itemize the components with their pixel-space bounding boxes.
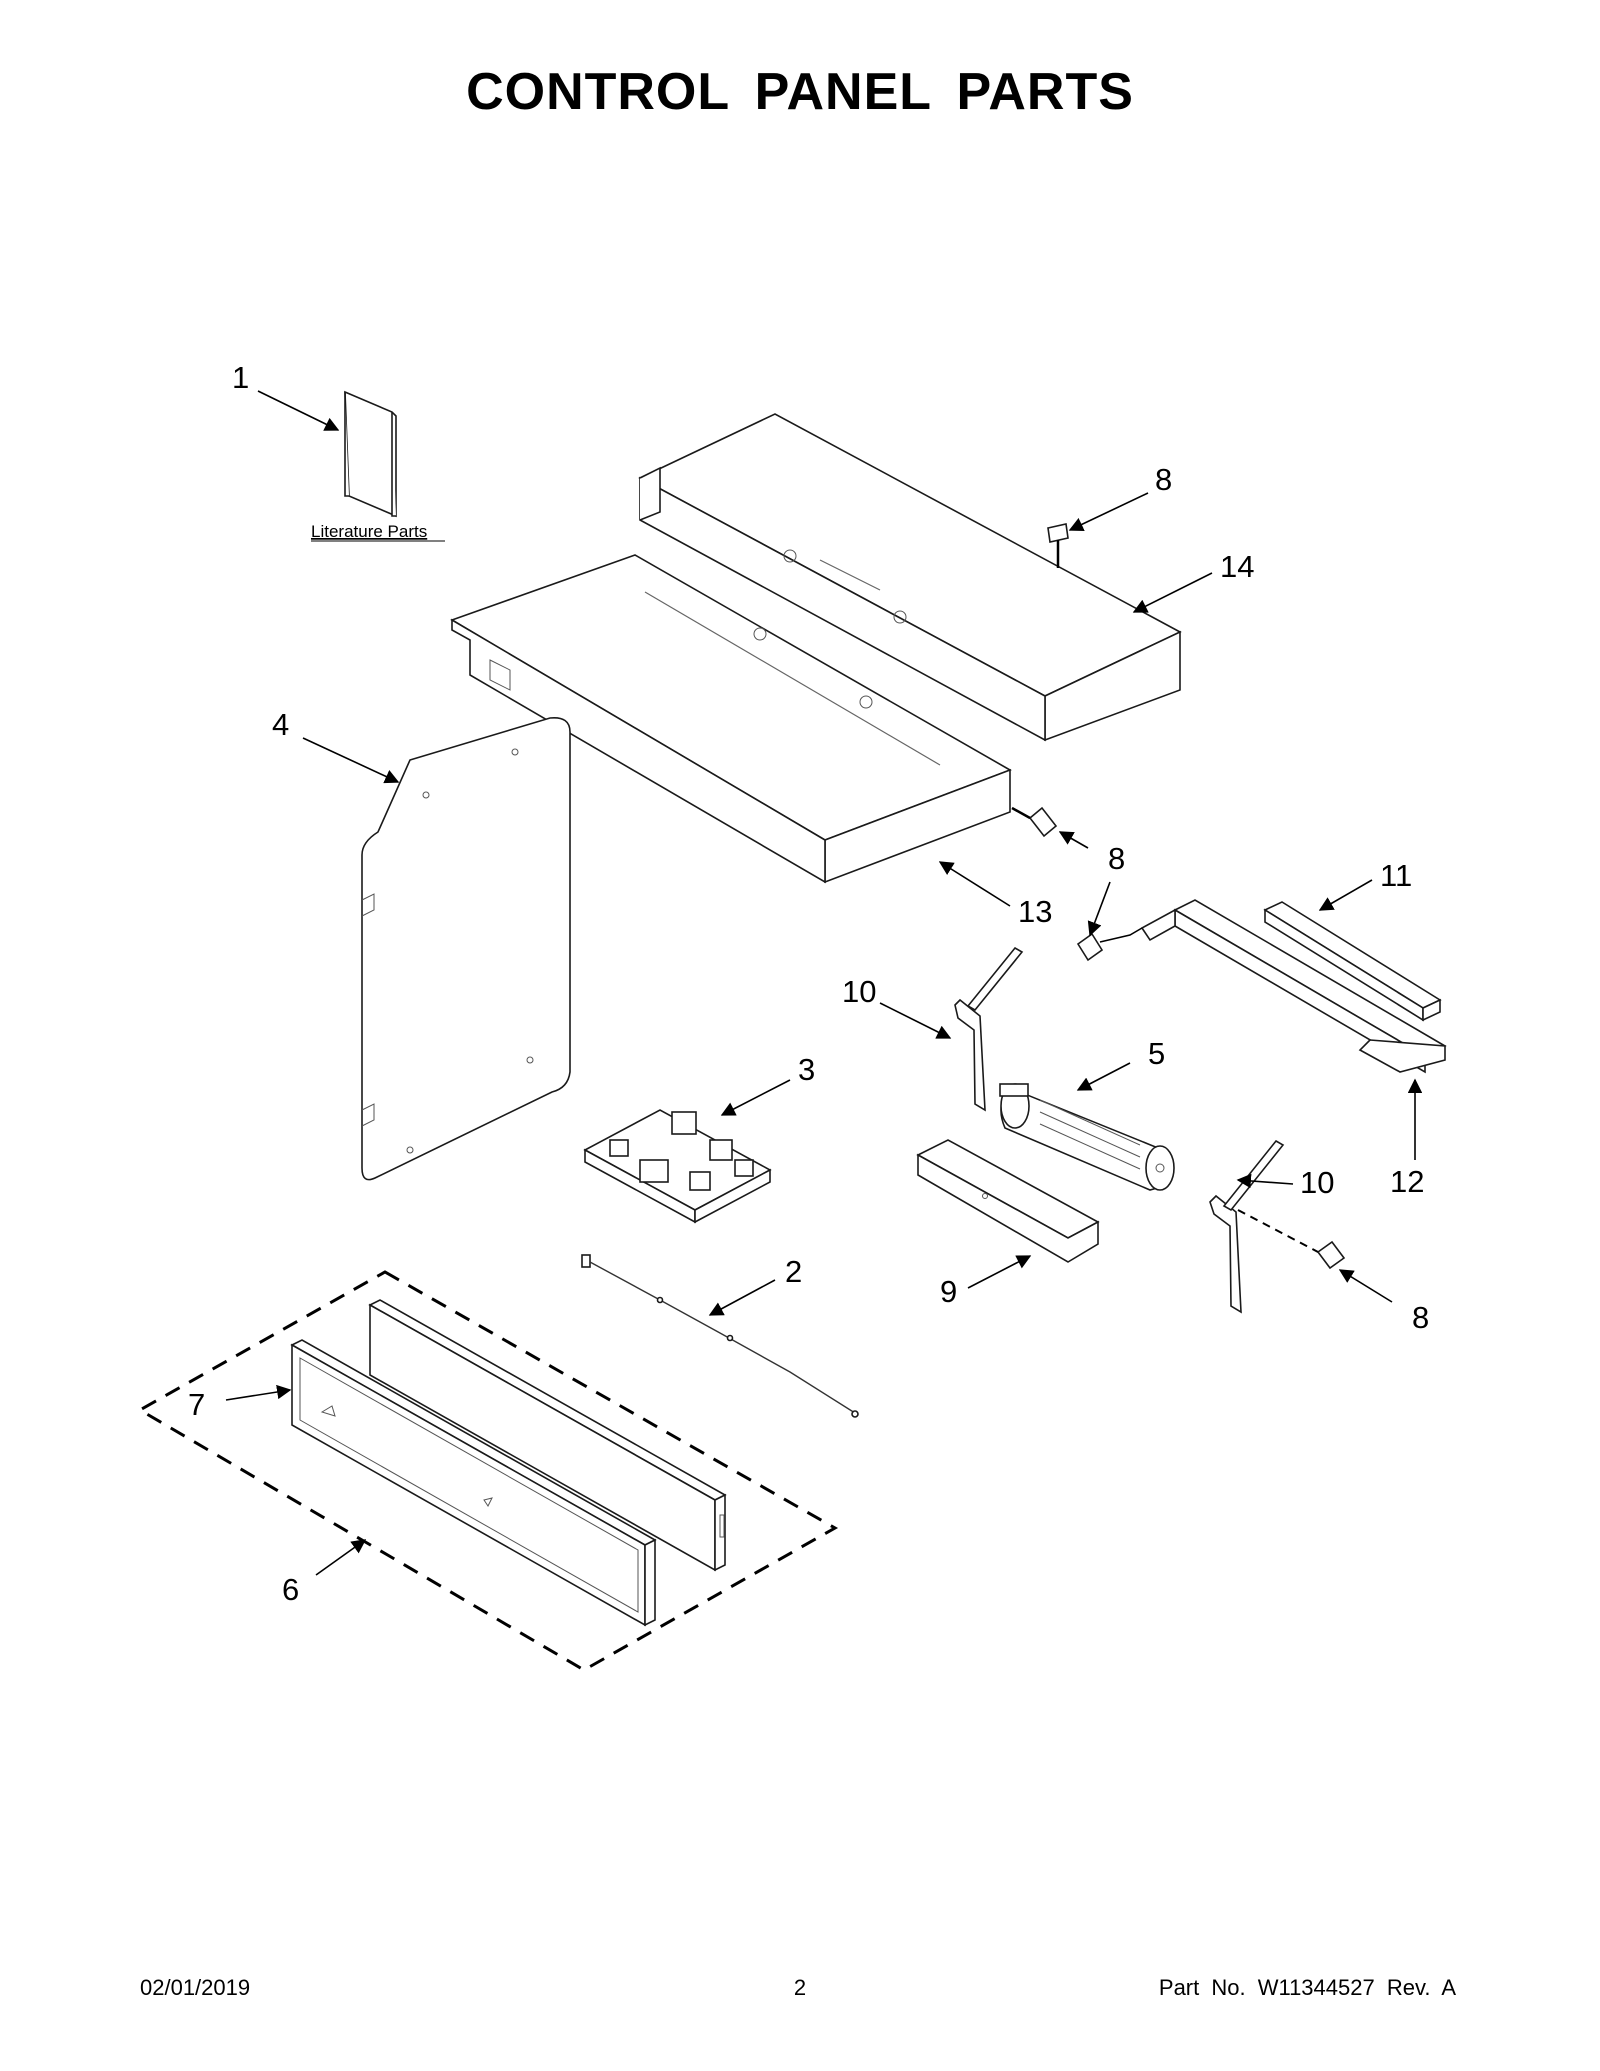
callout-2: 2 [785, 1254, 802, 1289]
wire-harness-2 [581, 1254, 859, 1418]
literature-booklet [311, 390, 445, 542]
literature-parts-label: Literature Parts [311, 522, 427, 541]
footer-part-number: Part No. W11344527 Rev. A [1158, 1975, 1456, 2000]
rail-bracket-12 [1140, 899, 1447, 1074]
callout-4: 4 [272, 707, 289, 742]
callout-10-lower: 10 [1300, 1165, 1334, 1200]
callout-7: 7 [188, 1387, 205, 1422]
screw-8-left [1076, 927, 1143, 962]
callout-8-middle: 8 [1108, 841, 1125, 876]
callout-1: 1 [232, 360, 249, 395]
callout-leaders [225, 390, 1423, 1576]
plate-9 [916, 1139, 1100, 1263]
blower-fan-5 [999, 1083, 1175, 1191]
control-housing-13 [450, 554, 1012, 884]
callout-9: 9 [940, 1274, 957, 1309]
callout-13: 13 [1018, 894, 1052, 929]
control-frame-7 [290, 1339, 657, 1627]
callout-14: 14 [1220, 549, 1254, 584]
screw-8-right [1237, 1209, 1346, 1270]
page-title: CONTROL PANEL PARTS [466, 63, 1134, 121]
callout-11: 11 [1380, 858, 1412, 893]
dashed-assembly-outline-6 [136, 1270, 839, 1672]
screw-8-middle [1011, 806, 1058, 838]
callout-8-top: 8 [1155, 462, 1172, 497]
callout-5: 5 [1148, 1036, 1165, 1071]
footer-page-number: 2 [793, 1975, 807, 2000]
callout-6: 6 [282, 1572, 299, 1607]
upper-panel-14 [638, 413, 1182, 742]
footer-date: 02/01/2019 [140, 1975, 251, 2000]
channel-11 [1263, 901, 1442, 1022]
callout-10-upper: 10 [842, 974, 876, 1009]
callout-3: 3 [798, 1052, 815, 1087]
bracket-10-lower [1209, 1139, 1285, 1314]
rear-panel-4 [361, 716, 571, 1181]
display-glass-6 [368, 1299, 727, 1572]
bracket-10-upper [954, 946, 1024, 1112]
callout-12: 12 [1390, 1164, 1424, 1199]
control-board-3 [583, 1109, 772, 1224]
callout-8-right: 8 [1412, 1300, 1429, 1335]
screw-8-top [1047, 523, 1069, 568]
